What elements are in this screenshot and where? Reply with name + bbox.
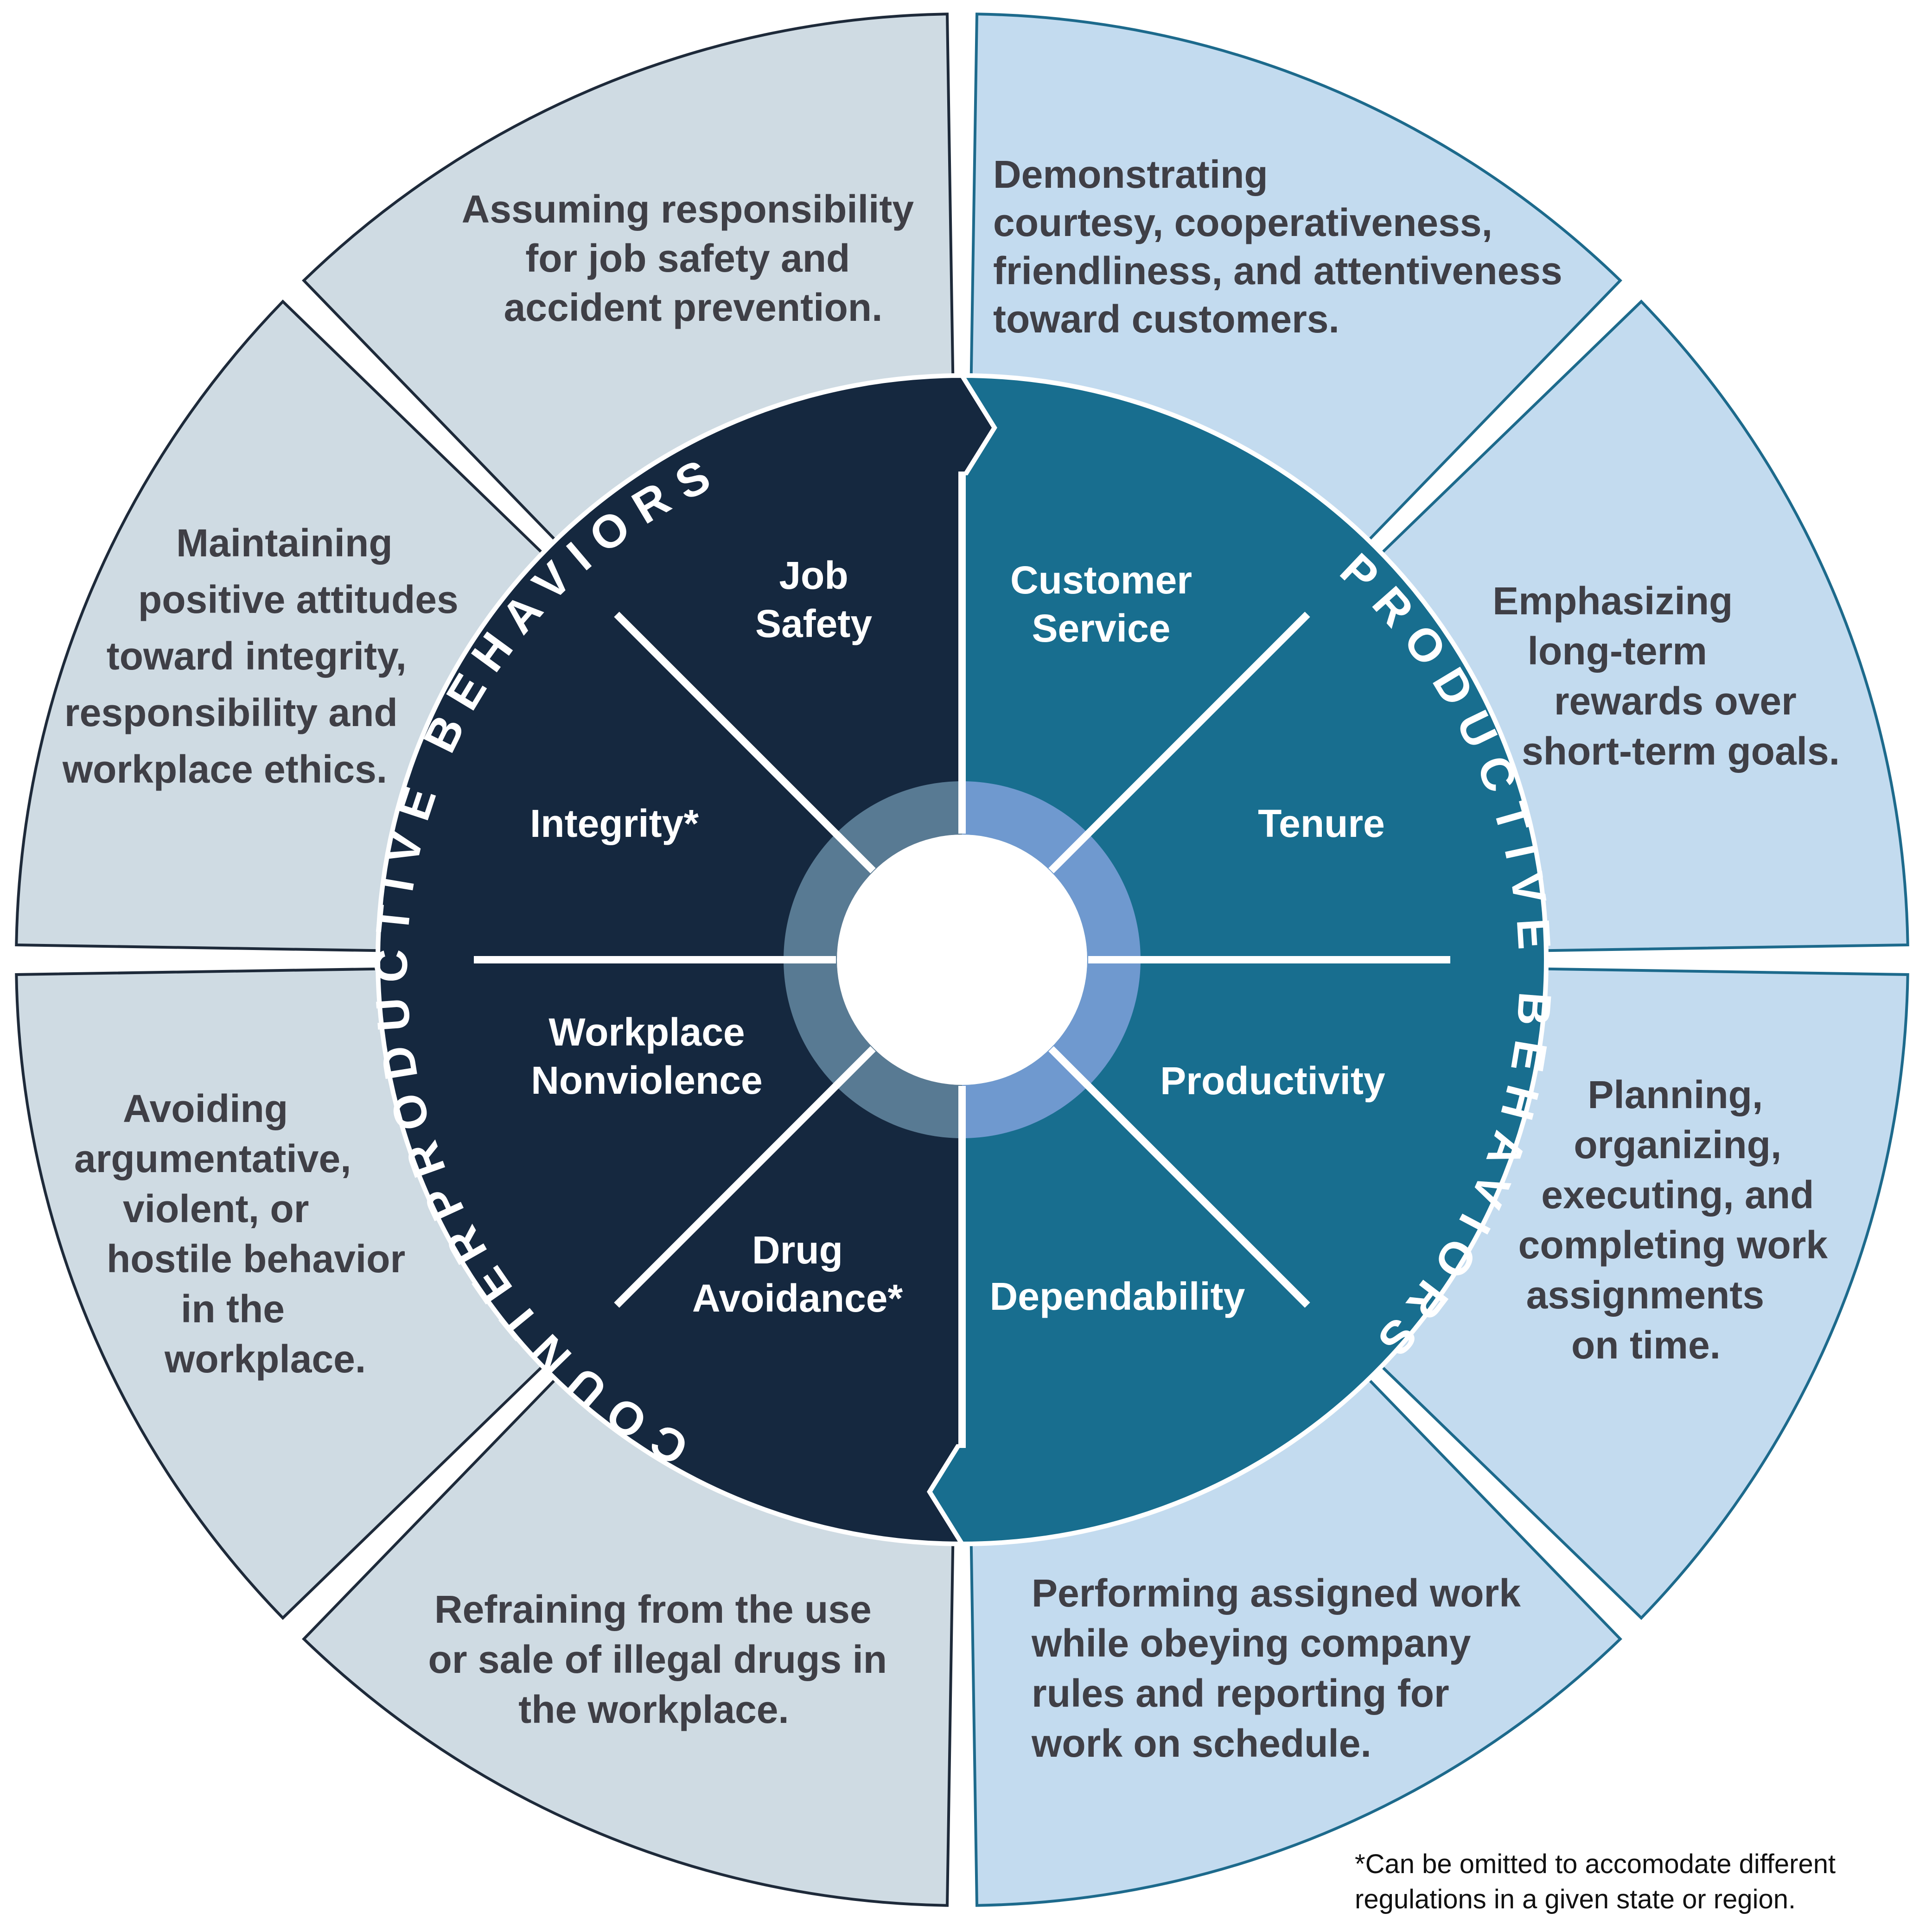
outer-descriptions: Assuming responsibility for job safety a… [62,153,1840,1765]
divider-upper-right [1048,612,1310,874]
label-integrity: Integrity* [530,802,699,845]
hub-center [837,835,1087,1085]
divider-upper-left [614,612,876,874]
desc-dependability: Performing assigned work while obeying c… [1031,1571,1531,1765]
divider-lines [474,472,1450,1448]
divider-lower-left [614,1046,876,1308]
desc-job-safety: Assuming responsibility for job safety a… [462,187,925,329]
desc-workplace-nonviolence: Avoiding argumentative, violent, or host… [74,1087,416,1381]
desc-productivity: Planning, organizing, executing, and com… [1518,1073,1839,1367]
desc-tenure: Emphasizing long-term rewards over short… [1492,579,1840,773]
center-hub [784,781,1141,1138]
desc-customer-service: Demonstrating courtesy, cooperativeness,… [993,153,1573,341]
hub-ring-left [784,781,962,1138]
label-tenure: Tenure [1258,802,1385,845]
label-dependability: Dependability [990,1275,1245,1318]
label-productivity: Productivity [1160,1059,1385,1103]
desc-drug-avoidance: Refraining from the use or sale of illeg… [428,1588,898,1731]
desc-integrity: Maintaining positive attitudes toward in… [62,521,469,791]
divider-lower-right [1048,1046,1310,1308]
footnote: *Can be omitted to accomodate different … [1355,1849,1843,1914]
hub-ring-right [962,781,1141,1138]
